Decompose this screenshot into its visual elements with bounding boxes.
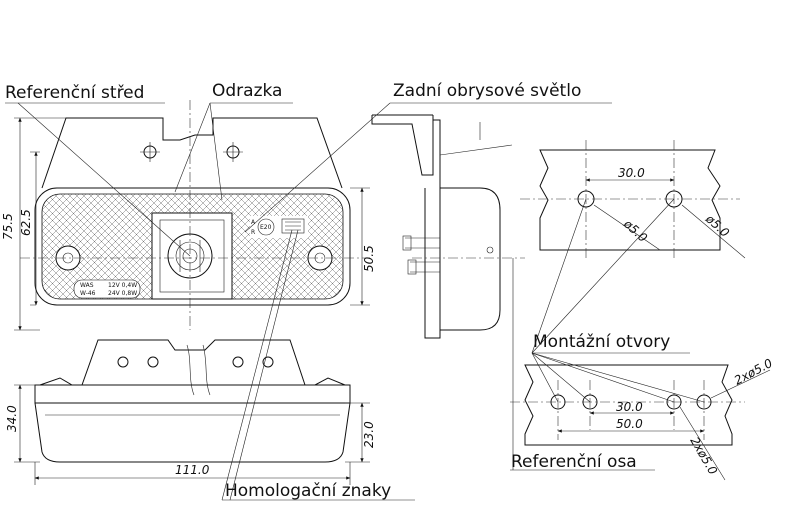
light-window [151, 212, 233, 300]
bottom-base [34, 384, 351, 404]
svg-text:111.0: 111.0 [175, 463, 210, 477]
svg-text:50.5: 50.5 [362, 245, 376, 272]
svg-text:30.0: 30.0 [616, 400, 643, 414]
front-view: E20 A R WAS W-46 12V 0,4W 24V 0,8W [20, 100, 370, 330]
front-dimensions: 75.5 62.5 50.5 [1, 117, 376, 331]
svg-text:12V 0,4W: 12V 0,4W [108, 282, 137, 289]
svg-text:WAS: WAS [80, 282, 94, 289]
label-reflector: Odrazka [212, 81, 282, 101]
svg-text:R: R [251, 229, 255, 236]
svg-text:23.0: 23.0 [362, 421, 376, 448]
svg-text:62.5: 62.5 [19, 209, 33, 236]
svg-text:2xø5.0: 2xø5.0 [687, 435, 720, 478]
svg-text:50.0: 50.0 [616, 417, 643, 431]
svg-text:2xø5.0: 2xø5.0 [732, 356, 775, 388]
product-label: WAS W-46 12V 0,4W 24V 0,8W [73, 279, 141, 299]
svg-text:34.0: 34.0 [5, 405, 19, 432]
svg-text:A: A [251, 219, 256, 226]
svg-text:E20: E20 [260, 224, 272, 231]
detail-top: 30.0 ø5.0 ø5.0 [520, 140, 746, 260]
label-reference-axis: Referenční osa [511, 452, 637, 472]
side-view [371, 114, 525, 339]
bottom-dimensions: 34.0 23.0 111.0 [5, 384, 376, 485]
approval-mark: E20 A R [250, 216, 308, 238]
label-reference-center: Referenční střed [5, 83, 144, 103]
leader-lines [5, 102, 705, 501]
svg-text:30.0: 30.0 [618, 166, 645, 180]
svg-text:24V 0,8W: 24V 0,8W [108, 290, 137, 297]
svg-text:W-46: W-46 [80, 290, 96, 297]
label-homologation-marks: Homologační znaky [225, 481, 391, 501]
svg-text:75.5: 75.5 [1, 213, 15, 240]
bottom-view [34, 339, 351, 463]
label-rear-position-light: Zadní obrysové světlo [393, 81, 581, 101]
mounting-bracket [41, 117, 343, 189]
label-mounting-holes: Montážní otvory [533, 332, 670, 352]
